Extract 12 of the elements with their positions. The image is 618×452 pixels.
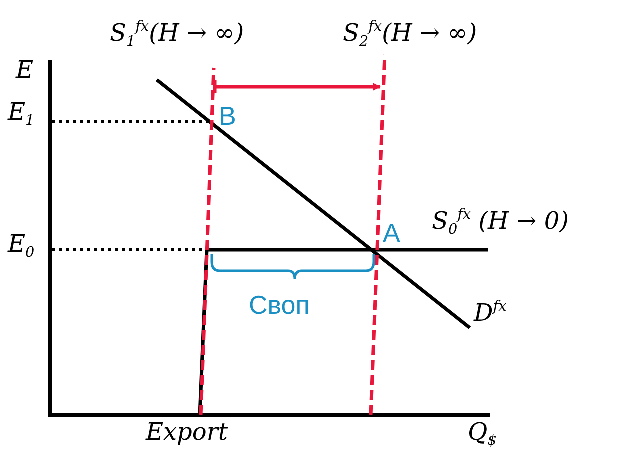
curve-label: S$_{0}$$^{fx}$ (H → 0) [432,208,569,238]
curve-label: D$^{fx}$ [474,300,507,326]
bracket-label: Своп [249,292,310,318]
curve-label: S$_{1}$$^{fx}$(H → ∞) [110,20,244,50]
point-label: A [383,220,400,246]
curve-label: S$_{2}$$^{fx}$(H → ∞) [343,20,478,50]
tick-label: E$_{1}$ [8,100,35,128]
point-label: B [219,103,236,129]
axis-label: Export [146,420,228,444]
axis-label: E [16,58,34,82]
axis-label: Q$_{$}$ [468,420,497,448]
tick-label: E$_{0}$ [8,232,35,260]
